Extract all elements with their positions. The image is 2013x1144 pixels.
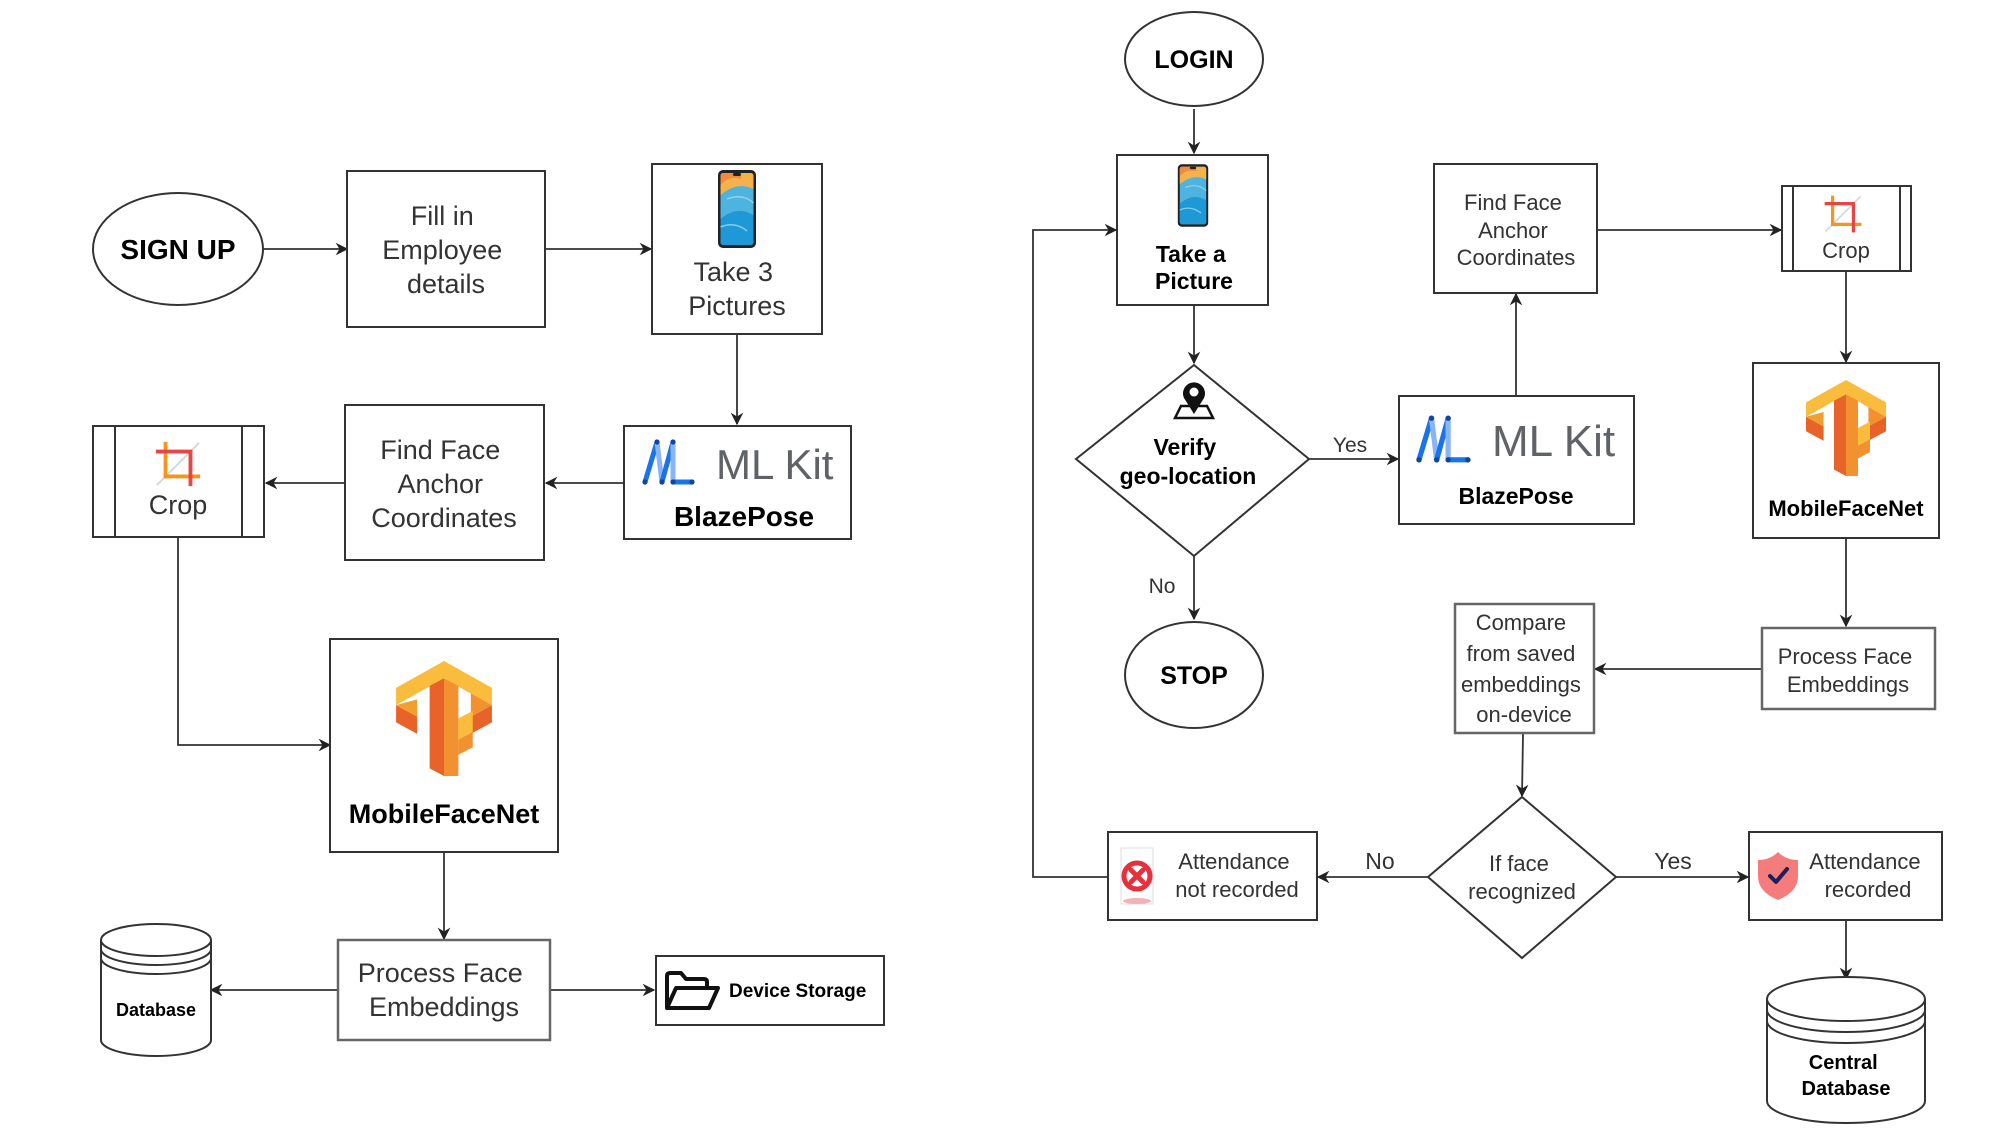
mlkit-login-label: ML Kit [1492, 417, 1615, 466]
take-picture-line-1: Take a [1156, 241, 1226, 267]
central-database-node: Central Database [1766, 976, 1926, 1124]
attendance-recorded-node: Attendance recorded [1748, 831, 1943, 921]
svg-text:Take a Picture: Take a Picture [1155, 241, 1233, 294]
svg-text:Find Face Anchor C: Find Face Anchor Coordinates [371, 435, 517, 533]
take-3-pictures-node: Take 3 Pictures [651, 163, 823, 335]
compare-line-4: on-device [1476, 702, 1571, 727]
compare-line-2: from saved [1467, 641, 1576, 666]
face-recognized-decision: If face recognized [1426, 795, 1618, 960]
anchor-login-line-1: Find Face [1464, 190, 1562, 215]
anchor-line-2: Anchor [397, 469, 483, 499]
smartphone-icon [717, 169, 757, 249]
fill-details-line-1: Fill in [411, 201, 474, 231]
verify-yes-label: Yes [1333, 434, 1367, 457]
smartphone-icon [1177, 163, 1209, 228]
svg-text:Central Database: Central Database [1802, 1052, 1891, 1100]
process-face-embeddings-node: Process Face Embeddings [336, 938, 552, 1042]
shield-check-icon [1758, 852, 1798, 900]
anchor-line-1: Find Face [380, 435, 500, 465]
location-pin-icon [1172, 382, 1216, 420]
device-storage-label: Device Storage [729, 981, 866, 1002]
recorded-line-2: recorded [1825, 877, 1912, 902]
attendance-not-recorded-node: Attendance not recorded [1107, 831, 1318, 921]
blazepose-login-label: BlazePose [1458, 483, 1573, 509]
svg-text:Take 3 Pictures: Take 3 Pictures [688, 257, 786, 321]
mlkit-blazepose-node: ML Kit BlazePose [623, 425, 852, 540]
edge-compare-to-decision [1515, 733, 1529, 798]
svg-text:Process Face Embeddings: Process Face Embeddings [1778, 644, 1919, 697]
compare-line-3: embeddings [1461, 672, 1581, 697]
face-no-label: No [1365, 848, 1394, 874]
face-recognized-line-2: recognized [1468, 879, 1576, 904]
edge-not-recorded-loop-to-take-picture [1032, 223, 1118, 878]
anchor-login-line-2: Anchor [1478, 218, 1548, 243]
verify-no-label: No [1149, 575, 1176, 598]
face-recognized-line-1: If face [1489, 851, 1549, 876]
process-line-1: Process Face [358, 958, 523, 988]
anchor-login-line-3: Coordinates [1457, 245, 1576, 270]
folder-open-icon [665, 971, 720, 1010]
central-db-line-1: Central [1809, 1052, 1878, 1074]
svg-text:Attendance recorded: Attendance recorded [1809, 849, 1926, 902]
fill-details-line-2: Employee [382, 235, 502, 265]
process-login-line-1: Process Face [1778, 644, 1913, 669]
login-start-node: LOGIN [1124, 11, 1264, 107]
crop-node: Crop [92, 425, 265, 538]
process-line-2: Embeddings [369, 992, 519, 1022]
crop-login-label: Crop [1822, 238, 1870, 263]
database-node: Database [100, 923, 212, 1057]
svg-text:Process Face Embeddings: Process Face Embeddings [358, 958, 531, 1022]
svg-text:Attendance not recorded: Attendance not recorded [1175, 849, 1299, 902]
process-login-line-2: Embeddings [1787, 672, 1909, 697]
database-label: Database [116, 1000, 196, 1020]
fill-details-line-3: details [407, 269, 485, 299]
process-face-embeddings-login-node: Process Face Embeddings [1760, 626, 1937, 711]
mlkit-label: ML Kit [716, 441, 834, 488]
verify-line-2: geo-location [1120, 463, 1257, 489]
compare-line-1: Compare [1476, 610, 1566, 635]
mobilefacenet-label: MobileFaceNet [349, 799, 540, 829]
not-recorded-line-2: not recorded [1175, 877, 1299, 902]
blazepose-label: BlazePose [674, 501, 814, 532]
recorded-line-1: Attendance [1809, 849, 1920, 874]
take3-line-2: Pictures [688, 291, 786, 321]
svg-text:Find Face Anchor C: Find Face Anchor Coordinates [1457, 190, 1576, 270]
fill-employee-details-node: Fill in Employee details [346, 170, 546, 328]
verify-line-1: Verify [1153, 434, 1216, 460]
anchor-line-3: Coordinates [371, 503, 517, 533]
crop-label: Crop [149, 490, 208, 520]
crop-login-node: Crop [1781, 185, 1912, 272]
svg-text:If face recognized: If face recognized [1468, 851, 1576, 904]
stop-node: STOP [1124, 621, 1264, 729]
stop-label: STOP [1160, 662, 1228, 690]
central-db-line-2: Database [1802, 1078, 1891, 1100]
find-face-anchor-node: Find Face Anchor Coordinates [344, 404, 545, 561]
signup-label: SIGN UP [120, 234, 235, 265]
take-picture-line-2: Picture [1155, 268, 1233, 294]
face-yes-label: Yes [1654, 848, 1692, 874]
mobilefacenet-login-label: MobileFaceNet [1768, 496, 1924, 521]
svg-text:Compare from saved: Compare from saved embeddings on-device [1461, 610, 1587, 727]
find-face-anchor-login-node: Find Face Anchor Coordinates [1433, 163, 1598, 294]
mobilefacenet-node: MobileFaceNet [329, 638, 559, 853]
mobilefacenet-login-node: MobileFaceNet [1752, 362, 1940, 539]
device-storage-node: Device Storage [655, 955, 885, 1026]
take-a-picture-node: Take a Picture [1116, 154, 1269, 306]
take3-line-1: Take 3 [693, 257, 773, 287]
compare-embeddings-node: Compare from saved embeddings on-device [1453, 602, 1596, 735]
edge-crop-to-mobilefacenet [177, 537, 332, 752]
x-circle-icon [1120, 847, 1154, 905]
svg-text:Verify geo-location: Verify geo-location [1120, 434, 1257, 489]
signup-start-node: SIGN UP [92, 192, 264, 306]
not-recorded-line-1: Attendance [1178, 849, 1289, 874]
mlkit-blazepose-login-node: ML Kit BlazePose [1398, 395, 1635, 525]
login-label: LOGIN [1154, 46, 1233, 74]
svg-text:Fill in Employee d: Fill in Employee details [382, 201, 510, 299]
verify-geolocation-decision: Verify geo-location [1074, 363, 1311, 558]
